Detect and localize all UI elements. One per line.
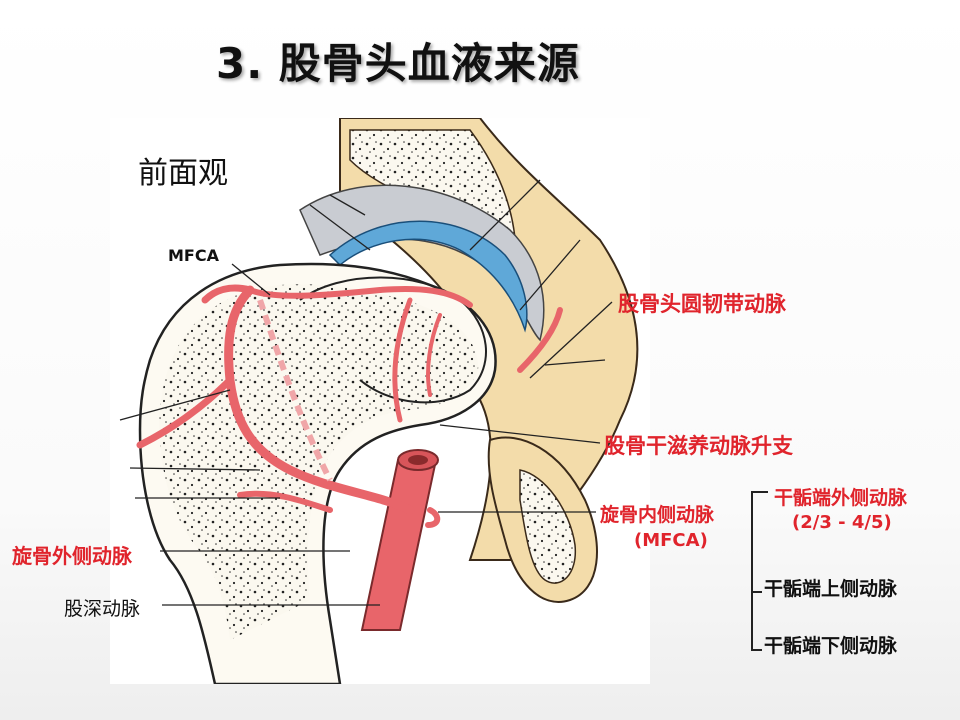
- superior-metaphyseal-artery-label: 干骺端上侧动脉: [764, 578, 898, 600]
- view-label: 前面观: [138, 156, 228, 191]
- joint-capsule: [299, 184, 545, 342]
- slide-title: 3. 股骨头血液来源: [216, 39, 580, 88]
- leader-lines: [119, 179, 613, 606]
- articular-cartilage: [328, 220, 528, 333]
- artery-branches: [136, 284, 563, 528]
- mfca-abbrev-label: (MFCA): [634, 530, 708, 551]
- lateral-epiphyseal-artery-label: 干骺端外侧动脉: [774, 487, 908, 509]
- nutrient-artery-ascending-label: 股骨干滋养动脉升支: [604, 434, 793, 458]
- deep-femoral-artery-label: 股深动脉: [64, 598, 141, 620]
- branch-bracket: [751, 491, 768, 651]
- ligamentum-teres-artery-label: 股骨头圆韧带动脉: [618, 292, 786, 316]
- mfca-name-label: 旋骨内侧动脉: [600, 504, 715, 526]
- lfca-label: 旋骨外侧动脉: [12, 544, 132, 568]
- lateral-epiphyseal-fraction-label: (2/3 - 4/5): [792, 512, 892, 533]
- mfca-top-label: MFCA: [168, 246, 219, 265]
- inferior-metaphyseal-artery-label: 干骺端下侧动脉: [764, 635, 898, 657]
